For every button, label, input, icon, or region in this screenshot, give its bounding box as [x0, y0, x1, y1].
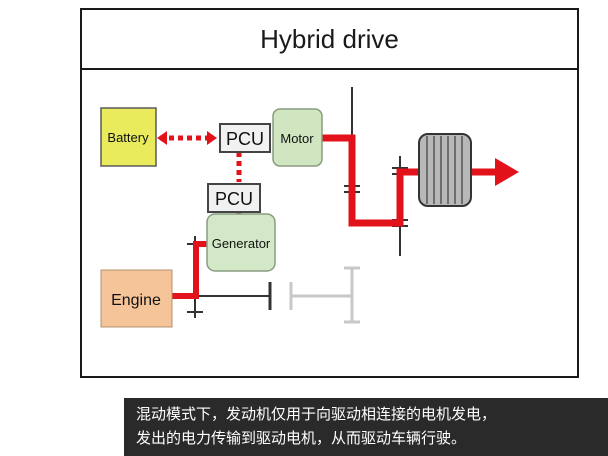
motor-wheel-flow [318, 134, 500, 227]
caption-box: 混动模式下，发动机仅用于向驱动相连接的电机发电， 发出的电力传输到驱动电机，从而… [124, 398, 608, 456]
diagram-title: Hybrid drive [82, 10, 577, 70]
pcu-top-block [219, 123, 271, 153]
pcu-top-label: PCU [226, 129, 264, 149]
battery-label: Battery [107, 130, 149, 145]
battery-block [100, 107, 157, 167]
generator-label: Generator [212, 236, 271, 251]
motor-block [272, 108, 323, 167]
caption-line-1: 混动模式下，发动机仅用于向驱动相连接的电机发电， [136, 405, 497, 423]
generator-block [206, 213, 276, 272]
pcu-bottom-block [207, 183, 261, 213]
output-arrowhead [495, 158, 519, 186]
caption-line-2: 发出的电力传输到驱动电机，从而驱动车辆行驶。 [136, 429, 467, 447]
wheel-icon [418, 133, 472, 207]
flow-arrowhead-left [157, 131, 167, 145]
engine-label: Engine [111, 292, 161, 309]
engine-block [100, 269, 173, 328]
flow-arrowhead-right [207, 131, 217, 145]
pcu-bottom-label: PCU [215, 189, 253, 209]
engine-generator-flow [172, 241, 210, 299]
motor-label: Motor [280, 131, 314, 146]
